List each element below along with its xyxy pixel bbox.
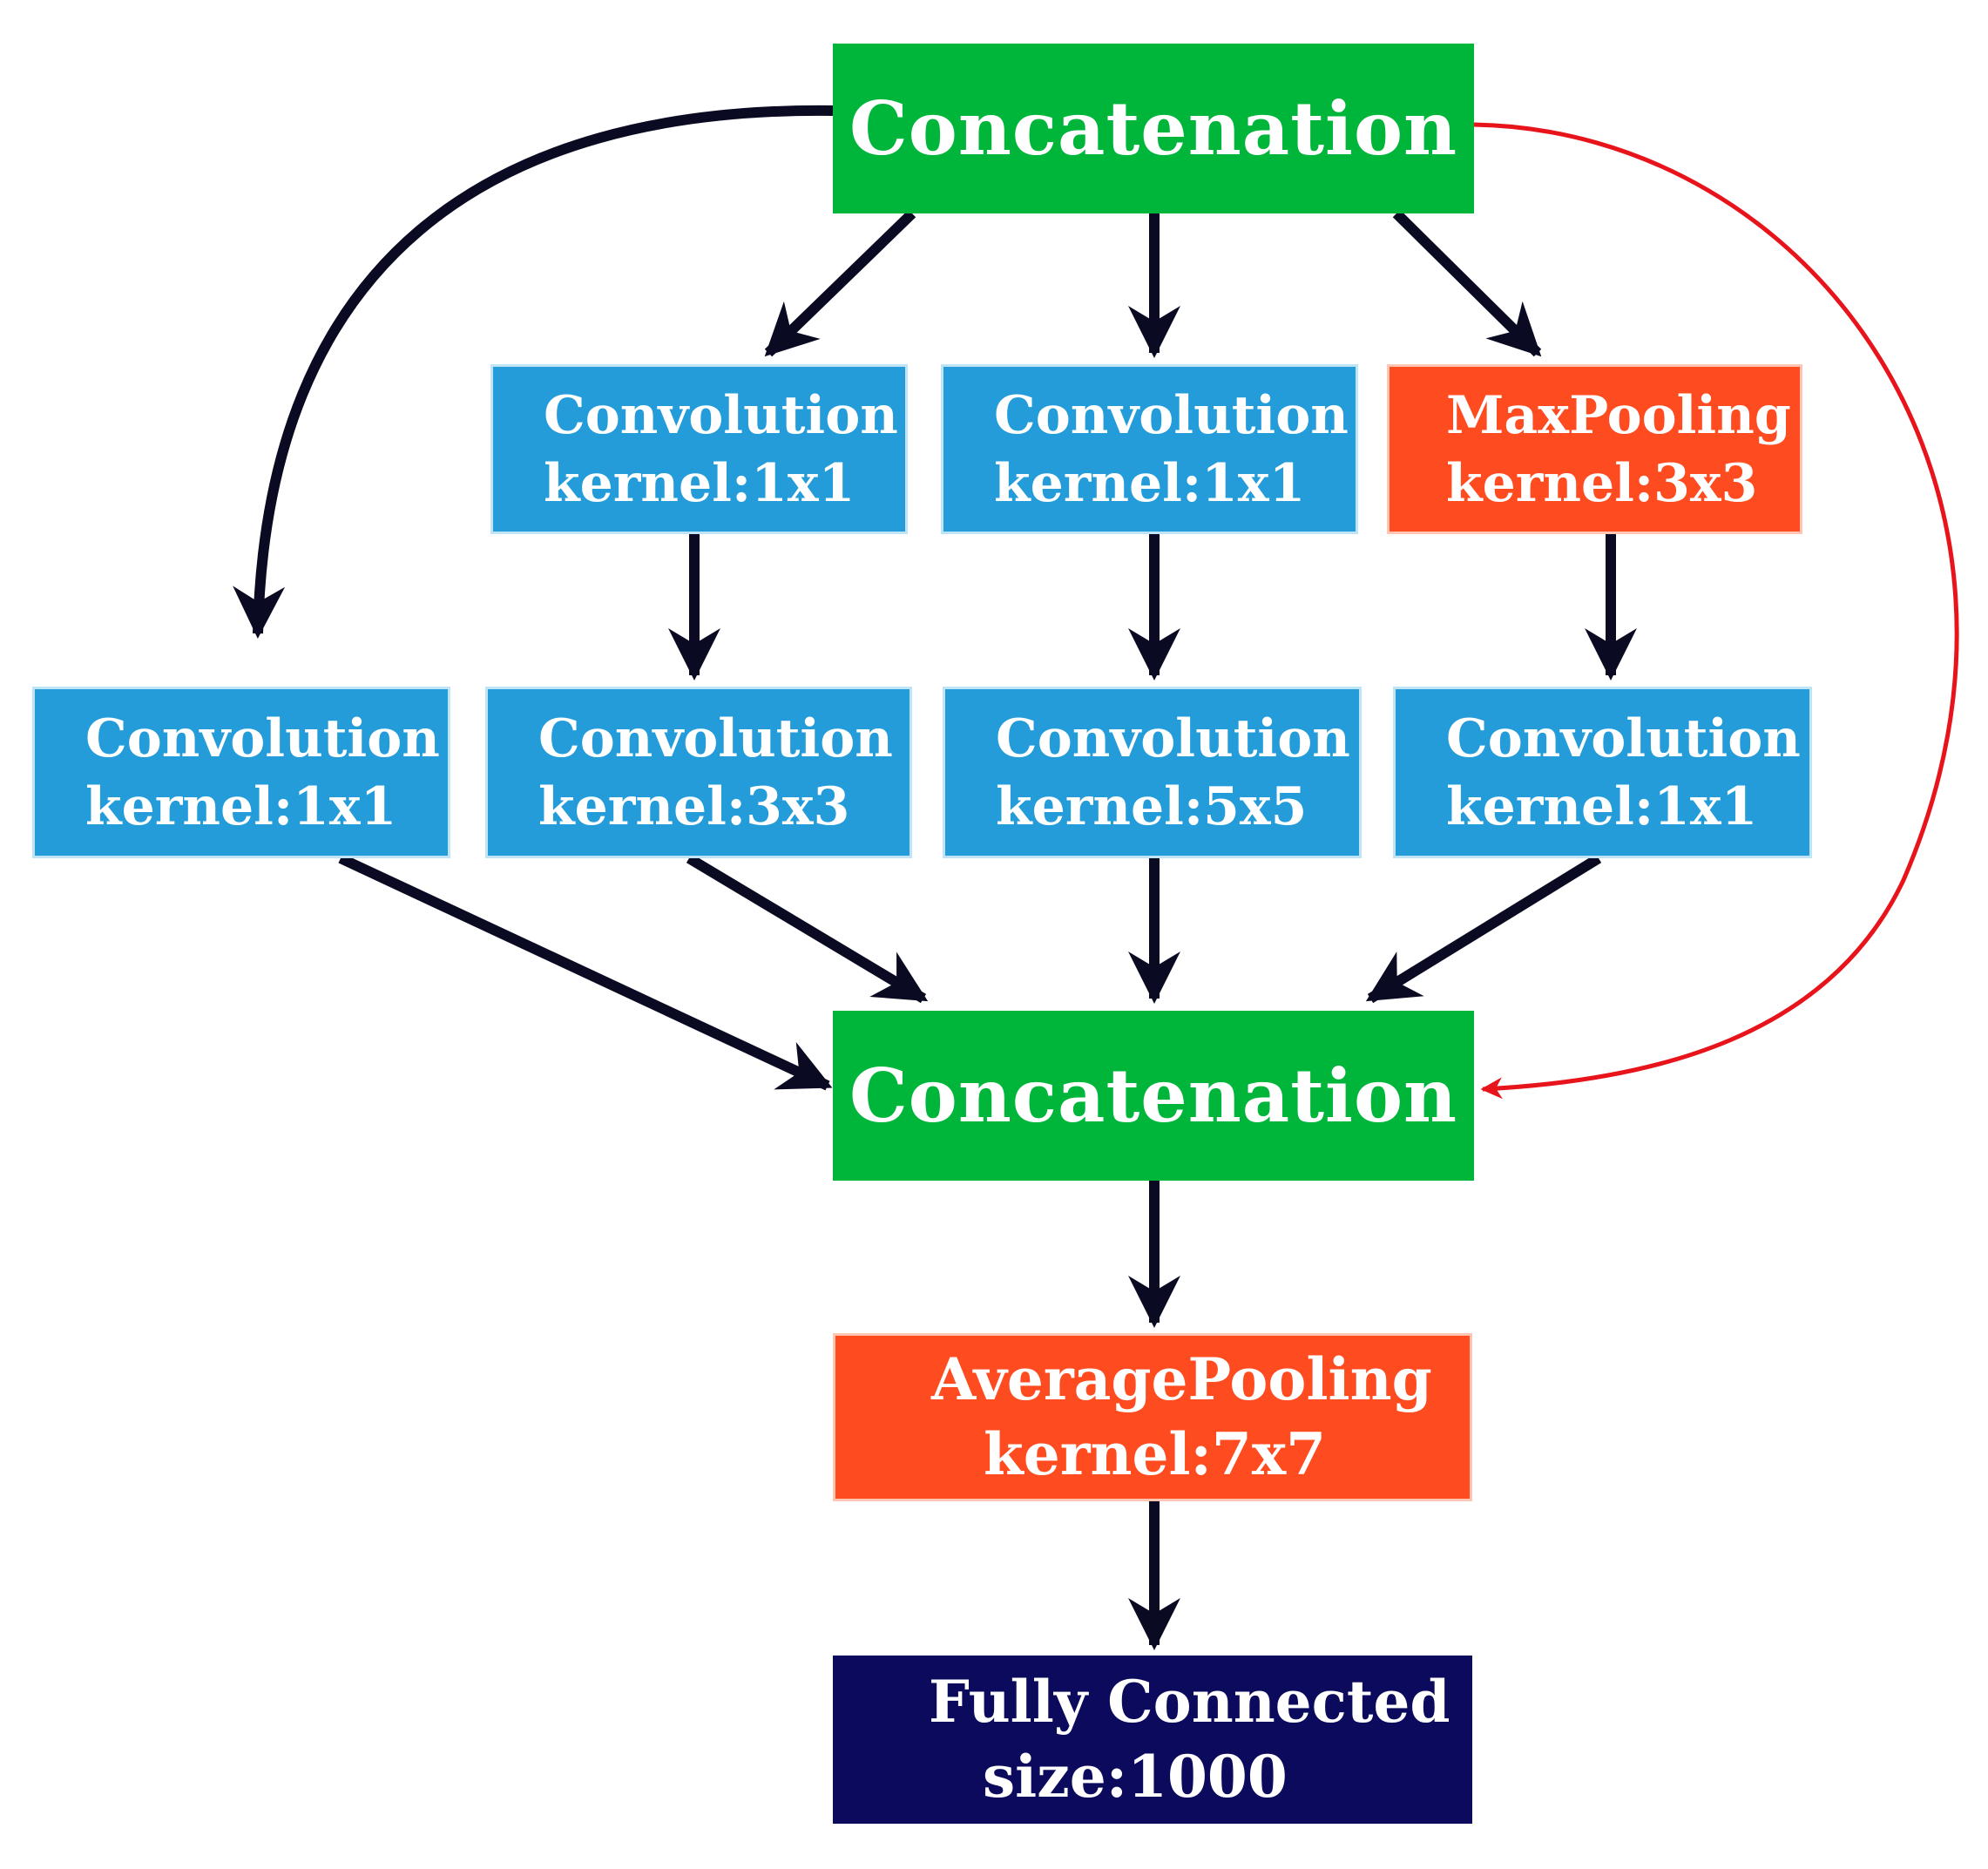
node-kernel: kernel:1x1 [1446,775,1758,837]
averagepooling-node: AveragePooling kernel:7x7 [833,1333,1472,1501]
node-kernel: kernel:5x5 [996,775,1308,837]
node-title: Convolution [996,708,1350,769]
convolution-5x5-node: Convolution kernel:5x5 [943,687,1362,858]
arrow-conv-b1-bottom-to-concat [686,853,929,1004]
node-size: size:1000 [983,1742,1288,1811]
node-title: Convolution [544,384,898,446]
convolution-3x3-node: Convolution kernel:3x3 [485,687,912,858]
node-title: Convolution [1446,708,1801,769]
concatenation-top-node: Concatenation [833,44,1474,213]
node-kernel: kernel:3x3 [538,775,850,837]
concatenation-top-label: Concatenation [849,85,1458,172]
node-kernel: kernel:7x7 [984,1419,1327,1488]
node-kernel: kernel:3x3 [1446,452,1758,514]
node-kernel: kernel:1x1 [85,775,397,837]
fully-connected-node: Fully Connected size:1000 [833,1656,1472,1824]
convolution-1x1-branch3-node: Convolution kernel:1x1 [941,364,1358,534]
concatenation-bottom-label: Concatenation [849,1052,1458,1139]
node-title: Convolution [538,708,893,769]
node-title: Fully Connected [929,1667,1450,1736]
convolution-1x1-branch2-node: Convolution kernel:1x1 [490,364,908,534]
arrow-concat-to-conv-b1 [764,209,916,357]
node-title: AveragePooling [931,1344,1432,1413]
node-kernel: kernel:1x1 [994,452,1306,514]
arrow-conv-a-to-concat [338,853,833,1091]
concatenation-bottom-node: Concatenation [833,1011,1474,1181]
skip-arrow-concat-to-concat [1473,122,1959,1100]
node-title: Convolution [994,384,1349,446]
convolution-1x1-branch4-node: Convolution kernel:1x1 [1393,687,1812,858]
node-kernel: kernel:1x1 [544,452,855,514]
maxpooling-node: MaxPooling kernel:3x3 [1387,364,1802,534]
arrow-concat-to-conv-a [233,105,834,639]
node-title: Convolution [85,708,440,769]
arrow-conv-d-to-concat [1365,853,1602,1004]
arrow-concat-to-maxpool [1392,209,1542,357]
node-title: MaxPooling [1446,384,1791,446]
convolution-1x1-branch1-node: Convolution kernel:1x1 [32,687,450,858]
